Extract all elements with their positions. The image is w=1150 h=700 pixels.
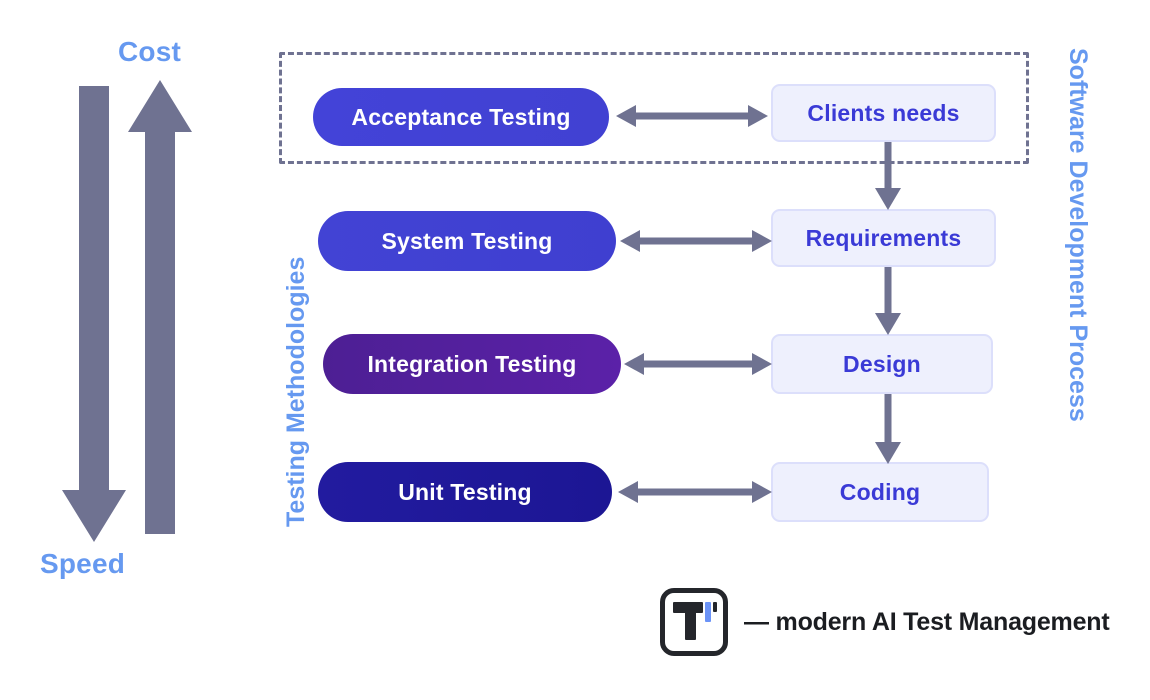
process-stage-label: Design: [843, 350, 921, 377]
testing-level-label: Acceptance Testing: [351, 103, 571, 130]
arrow-down-icon: [62, 86, 126, 542]
cost-axis-label: Cost: [118, 36, 182, 67]
testing-level-label: System Testing: [381, 227, 553, 254]
testomat-logo-icon: [660, 588, 728, 656]
arrow-down-icon: [875, 267, 901, 335]
software-development-process-caption: Software Development Process: [1064, 48, 1092, 422]
process-stage-design[interactable]: Design: [771, 334, 993, 394]
footer-caption: — modern AI Test Management: [744, 607, 1110, 636]
double-headed-arrow-icon: [618, 481, 772, 503]
process-stage-coding[interactable]: Coding: [771, 462, 989, 522]
testing-level-label: Integration Testing: [367, 350, 577, 377]
acceptance-stage-highlight-box: [279, 52, 1029, 164]
testing-level-unit[interactable]: Unit Testing: [318, 462, 612, 522]
double-headed-arrow-icon: [624, 353, 772, 375]
process-stage-label: Requirements: [805, 224, 962, 251]
testing-level-integration[interactable]: Integration Testing: [323, 334, 621, 394]
testing-methodologies-caption: Testing Methodologies: [282, 256, 310, 527]
double-headed-arrow-icon: [616, 105, 768, 127]
footer-branding: — modern AI Test Management: [660, 588, 1110, 656]
process-stage-label: Clients needs: [807, 99, 960, 126]
arrow-up-icon: [128, 80, 192, 534]
testing-level-system[interactable]: System Testing: [318, 211, 616, 271]
testing-level-acceptance[interactable]: Acceptance Testing: [313, 88, 609, 146]
testing-level-label: Unit Testing: [398, 478, 532, 505]
process-stage-label: Coding: [839, 478, 921, 505]
arrow-down-icon: [875, 142, 901, 210]
process-stage-clients-needs[interactable]: Clients needs: [771, 84, 996, 142]
arrow-down-icon: [875, 394, 901, 464]
process-stage-requirements[interactable]: Requirements: [771, 209, 996, 267]
speed-axis-label: Speed: [40, 548, 126, 579]
double-headed-arrow-icon: [620, 230, 772, 252]
